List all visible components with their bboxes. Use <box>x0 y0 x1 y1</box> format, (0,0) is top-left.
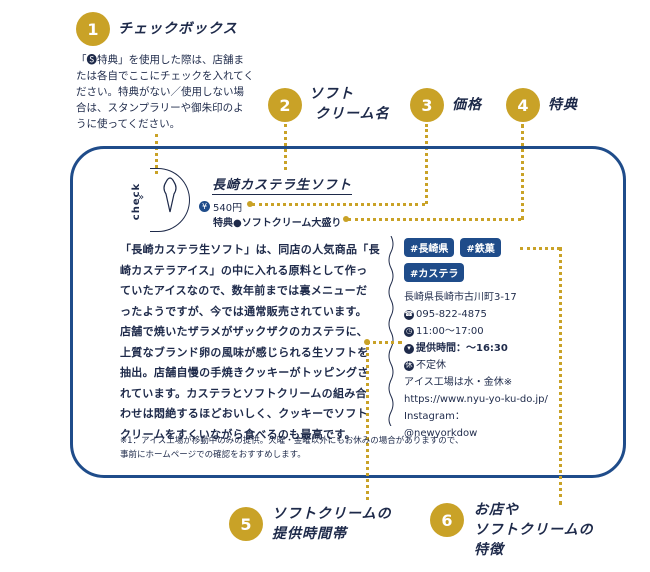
clock-icon: ◷ <box>404 326 414 337</box>
callout-label-3: 価格 <box>452 97 482 113</box>
website-link[interactable]: https://www.nyu-yo-ku-do.jp/ <box>404 394 548 405</box>
serve-time: 提供時間：～16:30 <box>416 343 508 354</box>
leader-line-6h <box>520 247 560 250</box>
label-line: お店や <box>474 502 519 518</box>
label-line: ソフトクリームの <box>474 522 594 538</box>
desc-line: 「長崎カステラ生ソフト」は、同店の人気商品「長 <box>120 243 380 256</box>
cone-icon: ▾ <box>404 343 414 354</box>
shop-info: 長崎県長崎市古川町3-17 ☎095-822-4875 ◷11:00～17:00… <box>404 289 548 442</box>
leader-line-5h <box>366 341 402 344</box>
note-line: ださい。特典がない／使用しない場 <box>76 86 244 98</box>
hours-row: ◷11:00～17:00 <box>404 323 548 340</box>
callout-badge-4: 4 <box>506 88 540 122</box>
footnote-line: ※1：アイス工場が移動中のみの提供。火曜・金曜以外にもお休みの場合がありますので… <box>120 436 464 446</box>
callout-badge-3: 3 <box>410 88 444 122</box>
leader-line-3 <box>425 124 428 204</box>
phone: 095-822-4875 <box>416 309 487 320</box>
tag[interactable]: #鉄菓 <box>460 238 501 257</box>
product-card <box>70 146 626 478</box>
leader-line-4h <box>348 218 521 221</box>
leader-line-1 <box>155 134 158 174</box>
desc-line: れています。カステラとソフトクリームの組み合 <box>120 386 367 400</box>
tag[interactable]: #長崎県 <box>404 238 455 257</box>
factory-note: アイス工場は水・金休※ <box>404 377 513 388</box>
desc-line: クリームをすくいながら食べるのも最高です。 <box>120 427 356 441</box>
label-line: ソフト <box>309 86 354 102</box>
instagram-handle[interactable]: @newyorkdow <box>404 428 478 439</box>
checkbox[interactable] <box>150 168 190 232</box>
callout-badge-2: 2 <box>268 88 302 122</box>
callout-badge-1: 1 <box>76 12 110 46</box>
desc-line: 上質なブランド卵の風味が感じられる生ソフトを <box>120 345 369 359</box>
note-line: たは各自でここにチェックを入れてく <box>76 70 254 82</box>
desc-line: ったようですが、今では通常販売されています。 <box>120 304 367 318</box>
product-title: 長崎カステラ生ソフト <box>212 174 353 195</box>
checkbox-note: 「🅢特典」を使用した際は、店舗ま たは各自でここにチェックを入れてく ださい。特… <box>76 52 254 132</box>
instagram-label: Instagram： <box>404 411 465 422</box>
hours: 11:00～17:00 <box>416 326 484 337</box>
label-line: 特徴 <box>474 542 504 558</box>
holiday-icon: 休 <box>404 360 414 371</box>
note-line: 「🅢特典」を使用した際は、店舗ま <box>76 54 244 66</box>
label-line: 提供時間帯 <box>272 526 347 542</box>
phone-icon: ☎ <box>404 309 414 320</box>
callout-label-2: ソフト クリーム名 <box>309 84 390 124</box>
leader-line-5 <box>366 342 369 500</box>
footnote: ※1：アイス工場が移動中のみの提供。火曜・金曜以外にもお休みの場合がありますので… <box>120 434 540 462</box>
wavy-divider <box>388 236 394 426</box>
yen-icon: ¥ <box>199 201 210 212</box>
callout-label-5: ソフトクリームの 提供時間帯 <box>272 504 392 544</box>
perk-dot <box>343 216 349 222</box>
desc-line: わせは悶絶するほどおいしく、クッキーでソフト <box>120 407 368 420</box>
tag[interactable]: #カステラ <box>404 263 465 282</box>
leader-line-6 <box>559 247 562 505</box>
footnote-line: 事前にホームページでの確認をおすすめします。 <box>120 450 306 460</box>
closed-row: 休不定休 <box>404 357 548 374</box>
desc-line: 崎カステラアイス」の中に入れる原料として作っ <box>120 263 368 277</box>
callout-label-4: 特典 <box>548 97 578 113</box>
leader-line-3h <box>252 203 425 206</box>
soft-cream-icon <box>163 177 177 213</box>
closed: 不定休 <box>416 360 446 371</box>
label-line: クリーム名 <box>315 106 390 122</box>
callout-label-6: お店や ソフトクリームの 特徴 <box>474 500 594 560</box>
label-line: ソフトクリームの <box>272 506 392 522</box>
callout-badge-6: 6 <box>430 503 464 537</box>
tag-list: #長崎県 #鉄菓 #カステラ <box>404 238 514 282</box>
chevron-right-icon: » <box>138 192 145 203</box>
price-value: 540円 <box>213 203 243 214</box>
note-line: うに使ってください。 <box>76 118 181 130</box>
desc-line: 抽出。店舗自慢の手焼きクッキーがトッピングさ <box>120 366 369 379</box>
callout-badge-5: 5 <box>229 507 263 541</box>
callout-label-1: チェックボックス <box>118 21 238 37</box>
price-dot <box>247 201 253 207</box>
perk: 特典●ソフトクリーム大盛り <box>213 218 342 229</box>
desc-line: 店舗で焼いたザラメがザックザクのカステラに、 <box>120 325 368 338</box>
description: 「長崎カステラ生ソフト」は、同店の人気商品「長 崎カステラアイス」の中に入れる原… <box>120 240 384 445</box>
note-line: 合は、スタンプラリーや御朱印のよ <box>76 102 244 114</box>
serve-time-row: ▾提供時間：～16:30 <box>404 340 548 357</box>
address: 長崎県長崎市古川町3-17 <box>404 292 517 303</box>
phone-row: ☎095-822-4875 <box>404 306 548 323</box>
price: ¥ 540円 <box>199 199 242 214</box>
desc-line: ていたアイスなので、数年前までは裏メニューだ <box>120 284 368 297</box>
leader-line-4 <box>521 124 524 220</box>
